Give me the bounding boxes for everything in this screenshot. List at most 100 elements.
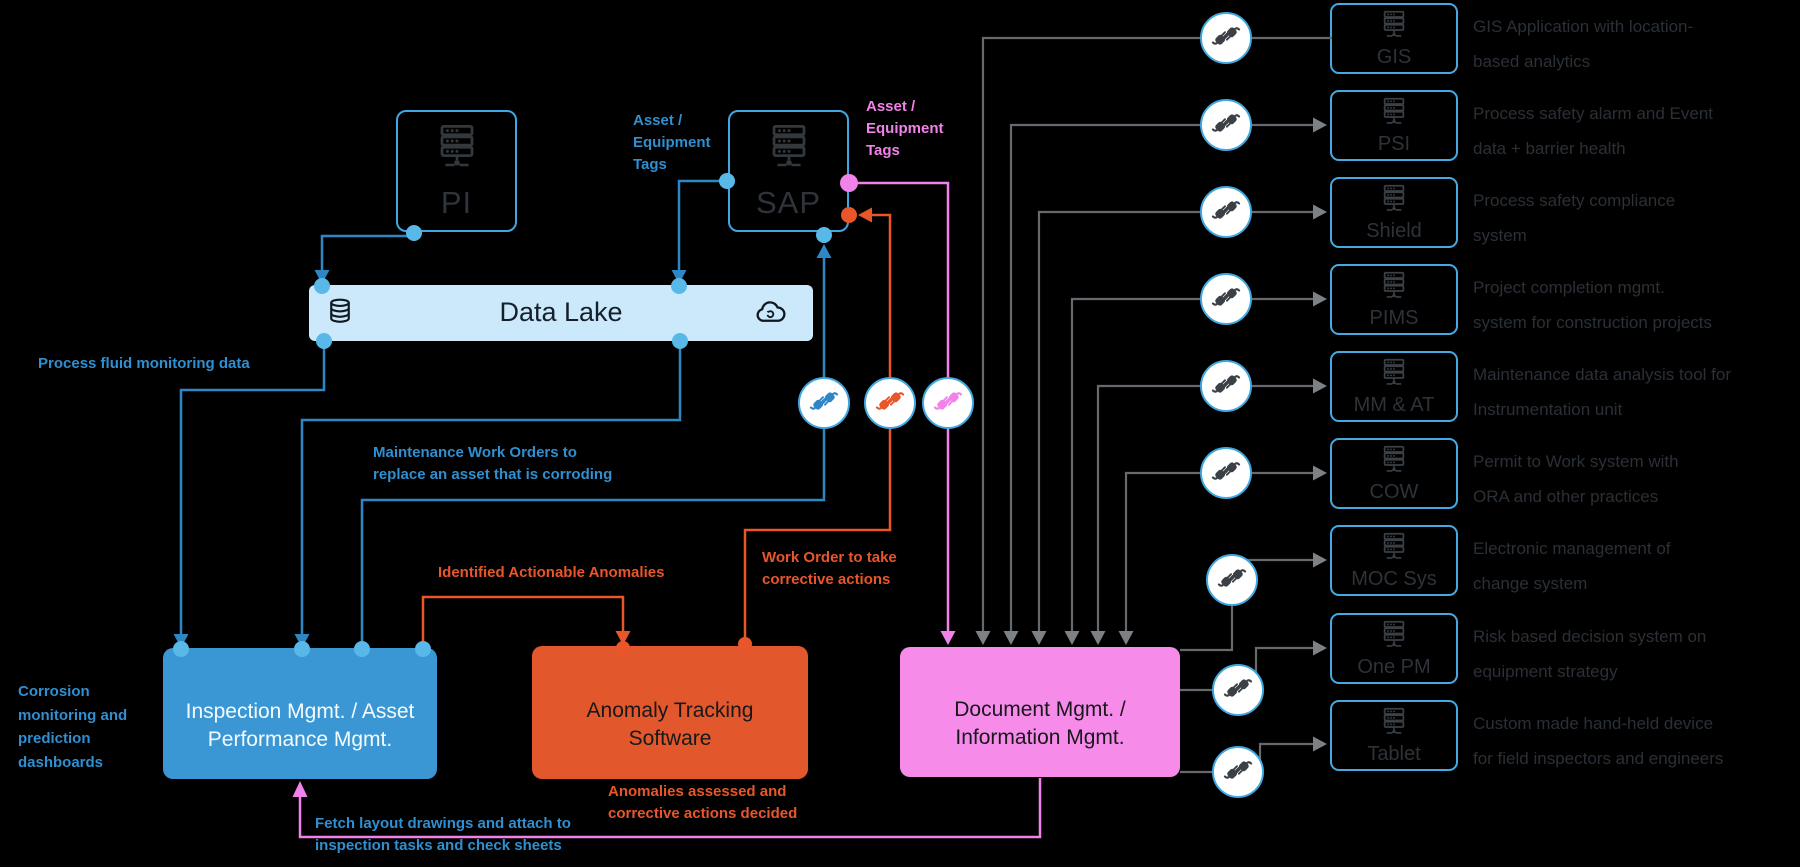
edge-label-process-fluid: Process fluid monitoring data <box>38 355 250 372</box>
system-description: GIS Application with location- based ana… <box>1473 9 1693 79</box>
edge-label-work-order: Work Order to take corrective actions <box>762 547 897 591</box>
system-description: Maintenance data analysis tool for Instr… <box>1473 357 1731 427</box>
anomaly-label: Anomaly Tracking Software <box>587 697 754 753</box>
integration-connector-pims <box>1200 273 1252 325</box>
anomaly-label-line2: Software <box>628 726 712 750</box>
integration-connector-mm-at <box>1200 360 1252 412</box>
integration-connector-cow <box>1200 447 1252 499</box>
system-desc-line1: GIS Application with location- <box>1473 17 1694 36</box>
system-desc-line2: Instrumentation unit <box>1473 400 1623 419</box>
integration-plug-icon <box>1223 673 1253 708</box>
system-label: Shield <box>1366 219 1422 242</box>
system-label: MOC Sys <box>1351 567 1437 590</box>
system-description: Custom made hand-held device for field i… <box>1473 706 1723 776</box>
server-icon <box>1379 183 1409 218</box>
node-document-mgmt: Document Mgmt. / Information Mgmt. <box>900 647 1180 777</box>
system-row-psi: PSI Process safety alarm and Event data … <box>1330 90 1800 161</box>
integration-connector-blue <box>798 377 850 429</box>
label-line: Work Order to take <box>762 549 897 566</box>
label-line: Asset / <box>633 112 683 129</box>
system-description: Process safety compliance system <box>1473 183 1675 253</box>
system-label: PIMS <box>1369 306 1419 329</box>
integration-plug-icon <box>1211 21 1241 56</box>
node-sap: SAP <box>728 110 849 232</box>
system-row-mm-at: MM & AT Maintenance data analysis tool f… <box>1330 351 1800 422</box>
server-icon <box>1379 9 1409 44</box>
system-description: Permit to Work system with ORA and other… <box>1473 444 1679 514</box>
system-desc-line1: Custom made hand-held device <box>1473 714 1714 733</box>
system-desc-line1: Maintenance data analysis tool for <box>1473 365 1731 384</box>
label-line: replace an asset that is corroding <box>373 466 613 483</box>
label-line: Corrosion <box>18 683 90 700</box>
system-box-moc-sys: MOC Sys <box>1330 525 1458 596</box>
inspection-label-line1: Inspection Mgmt. / Asset <box>185 699 415 723</box>
document-label-line1: Document Mgmt. / <box>954 698 1126 721</box>
label-line: dashboards <box>18 753 104 771</box>
edge-label-maintenance-wo: Maintenance Work Orders to replace an as… <box>373 442 612 486</box>
system-label: COW <box>1369 480 1419 503</box>
edge-label-asset-tags-pink: Asset / Equipment Tags <box>866 96 944 162</box>
inspection-label: Inspection Mgmt. / Asset Performance Mgm… <box>186 698 415 754</box>
server-icon <box>1379 96 1409 131</box>
integration-connector-shield <box>1200 186 1252 238</box>
system-box-one-pm: One PM <box>1330 613 1458 684</box>
integration-plug-icon <box>1211 282 1241 317</box>
system-desc-line2: for field inspectors and engineers <box>1473 749 1724 768</box>
integration-plug-icon <box>1211 369 1241 404</box>
integration-plug-icon <box>809 386 839 421</box>
label-line: Tags <box>633 156 667 173</box>
integration-plug-icon <box>1211 456 1241 491</box>
integration-plug-icon <box>1211 195 1241 230</box>
server-icon <box>765 122 813 175</box>
system-box-shield: Shield <box>1330 177 1458 248</box>
label-line: Anomalies assessed and <box>608 783 787 800</box>
data-lake-title: Data Lake <box>499 297 623 327</box>
system-row-shield: Shield Process safety compliance system <box>1330 177 1800 248</box>
label-line: Tags <box>866 142 900 159</box>
cloud-sync-icon <box>753 296 787 335</box>
integration-connector-one-pm <box>1212 664 1264 716</box>
document-label: Document Mgmt. / Information Mgmt. <box>954 696 1126 752</box>
system-description: Electronic management of change system <box>1473 531 1671 601</box>
server-icon <box>1379 270 1409 305</box>
label-line: Equipment <box>866 120 944 137</box>
system-row-tablet: Tablet Custom made hand-held device for … <box>1330 700 1800 771</box>
system-desc-line1: Electronic management of <box>1473 539 1671 558</box>
system-box-tablet: Tablet <box>1330 700 1458 771</box>
system-description: Process safety alarm and Event data + ba… <box>1473 96 1713 166</box>
integration-plug-icon <box>1217 563 1247 598</box>
system-label: GIS <box>1376 45 1412 68</box>
document-label-line2: Information Mgmt. <box>955 726 1125 749</box>
system-row-pims: PIMS Project completion mgmt. system for… <box>1330 264 1800 335</box>
system-desc-line2: ORA and other practices <box>1473 487 1659 506</box>
system-box-pims: PIMS <box>1330 264 1458 335</box>
system-desc-line2: system <box>1473 226 1527 245</box>
integration-plug-icon <box>1211 108 1241 143</box>
system-row-gis: GIS GIS Application with location- based… <box>1330 3 1800 74</box>
system-label: MM & AT <box>1353 393 1435 416</box>
system-box-psi: PSI <box>1330 90 1458 161</box>
server-icon <box>1379 357 1409 392</box>
system-desc-line2: equipment strategy <box>1473 662 1618 681</box>
edge-label-asset-tags-blue: Asset / Equipment Tags <box>633 110 711 176</box>
system-desc-line1: Process safety compliance <box>1473 191 1676 210</box>
label-line: corrective actions decided <box>608 805 798 822</box>
integration-plug-icon <box>875 386 905 421</box>
edge-label-fetch-layout: Fetch layout drawings and attach to insp… <box>315 813 571 857</box>
system-desc-line2: change system <box>1473 574 1588 593</box>
label-line: Asset / <box>866 98 916 115</box>
edge-label-corrosion: Corrosion monitoring and prediction dash… <box>18 680 127 774</box>
system-box-cow: COW <box>1330 438 1458 509</box>
system-desc-line1: Process safety alarm and Event <box>1473 104 1714 123</box>
node-pi-label: PI <box>440 184 473 220</box>
system-desc-line1: Project completion mgmt. <box>1473 278 1665 297</box>
edge-label-anomalies-assessed: Anomalies assessed and corrective action… <box>608 781 797 825</box>
integration-connector-tablet <box>1212 746 1264 798</box>
label-line: Maintenance Work Orders to <box>373 444 577 461</box>
integration-connector-moc <box>1206 554 1258 606</box>
inspection-label-line2: Performance Mgmt. <box>207 727 393 751</box>
system-label: PSI <box>1377 132 1411 155</box>
integration-connector-pink <box>922 377 974 429</box>
server-icon <box>1379 619 1409 654</box>
